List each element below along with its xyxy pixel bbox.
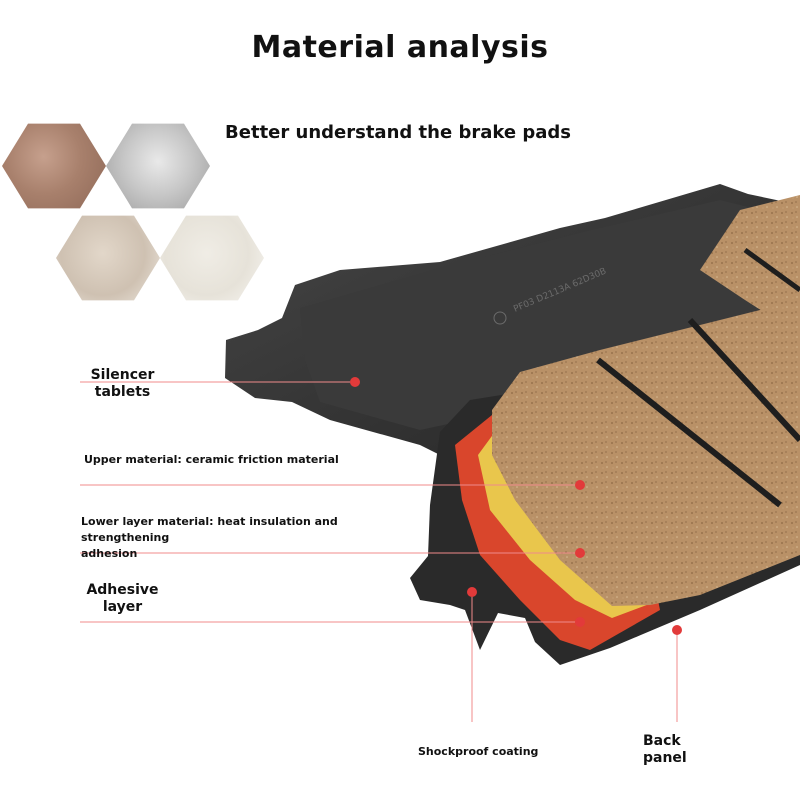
page-subtitle: Better understand the brake pads bbox=[225, 122, 571, 143]
pointer-dot-lower bbox=[575, 548, 585, 558]
label-adhesive-line2: layer bbox=[102, 599, 143, 615]
label-back-line2: panel bbox=[643, 750, 687, 766]
material-sample-copper bbox=[2, 123, 106, 209]
pointer-dot-silencer bbox=[350, 377, 360, 387]
pointer-dot-adhesive bbox=[575, 617, 585, 627]
label-silencer-line1: Silencer bbox=[90, 367, 155, 383]
rear-pad-friction-block bbox=[700, 195, 800, 335]
label-adhesive-layer: Adhesive layer bbox=[80, 582, 165, 616]
pointer-dot-upper bbox=[575, 480, 585, 490]
friction-slot bbox=[743, 247, 800, 293]
page-title: Material analysis bbox=[251, 30, 549, 65]
friction-slot bbox=[596, 357, 782, 508]
friction-slot bbox=[687, 317, 800, 443]
rear-pad-face bbox=[300, 200, 780, 430]
label-back-line1: Back bbox=[643, 733, 681, 749]
label-silencer-line2: tablets bbox=[94, 384, 151, 400]
label-lower-layer-line1: Lower layer material: heat insulation an… bbox=[81, 515, 338, 544]
pointer-dot-back-panel bbox=[672, 625, 682, 635]
label-silencer-tablets: Silencer tablets bbox=[80, 367, 165, 401]
label-shockproof-coating: Shockproof coating bbox=[418, 745, 539, 758]
pointer-dot-shockproof bbox=[467, 587, 477, 597]
label-lower-layer: Lower layer material: heat insulation an… bbox=[81, 514, 401, 562]
label-back-panel: Back panel bbox=[643, 733, 687, 767]
stamp-logo-icon bbox=[493, 311, 507, 325]
label-upper-material: Upper material: ceramic friction materia… bbox=[84, 453, 339, 466]
label-lower-layer-line2: adhesion bbox=[81, 547, 138, 560]
friction-material-block bbox=[492, 300, 800, 606]
label-adhesive-line1: Adhesive bbox=[86, 582, 159, 598]
